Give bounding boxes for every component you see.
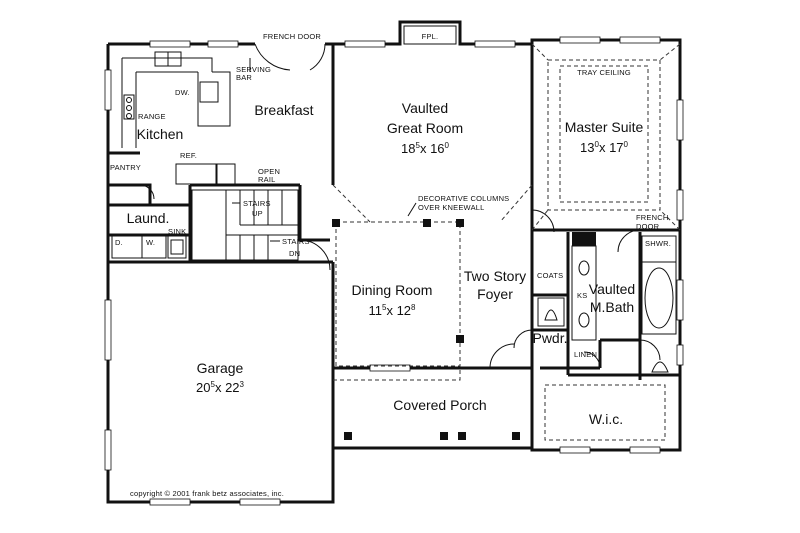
label-pantry: PANTRY (110, 163, 141, 172)
label-serving-bar-2: BAR (236, 73, 252, 82)
label-serving-bar-1: SERVING (236, 65, 271, 74)
label-fireplace: FPL. (422, 32, 439, 41)
label-decorative-columns-2: OVER KNEEWALL (418, 203, 485, 212)
label-linen: LINEN (574, 350, 597, 359)
dim-great-room: 185x 160 (401, 141, 450, 156)
kitchen-counters (121, 51, 251, 185)
dim-master-suite: 130x 170 (580, 140, 629, 155)
room-foyer-line1: Two Story (464, 268, 526, 284)
pantry-door (139, 184, 155, 200)
label-tray-ceiling: TRAY CEILING (577, 68, 631, 77)
leader-arrow (407, 202, 417, 217)
label-range: RANGE (138, 112, 166, 121)
laundry-appliances (111, 235, 187, 259)
label-shower: SHWR. (645, 239, 671, 248)
room-garage: Garage (197, 360, 244, 376)
label-open-rail-2: RAIL (258, 175, 275, 184)
label-knee-space: KS (577, 291, 587, 300)
room-wic: W.i.c. (589, 411, 623, 427)
windows (104, 36, 684, 506)
label-french-door-master-2: DOOR (636, 222, 660, 231)
label-stairs-dn-2: DN (289, 249, 300, 258)
fireplace-box (403, 25, 457, 45)
dim-garage: 205x 223 (196, 380, 245, 395)
label-stairs-up-1: STAIRS (243, 199, 271, 208)
dashed-lines (332, 43, 681, 441)
bath-fixtures (537, 232, 677, 373)
label-decorative-columns-1: DECORATIVE COLUMNS (418, 194, 509, 203)
label-washer: W. (146, 238, 155, 247)
columns (332, 219, 520, 440)
label-dishwasher: DW. (175, 88, 190, 97)
label-coats: COATS (537, 271, 563, 280)
label-french-door-master-1: FRENCH (636, 213, 668, 222)
label-refrigerator: REF. (180, 151, 197, 160)
dim-dining: 115x 128 (369, 303, 417, 318)
room-foyer-line2: Foyer (477, 286, 513, 302)
room-powder: Pwdr. (532, 330, 567, 346)
stairs (191, 189, 331, 271)
label-open-rail-1: OPEN (258, 167, 280, 176)
room-great-room-line1: Vaulted (402, 100, 448, 116)
room-breakfast: Breakfast (254, 102, 313, 118)
room-laundry: Laund. (127, 210, 170, 226)
label-sink: SINK (168, 227, 186, 236)
label-stairs-dn-1: STAIRS (282, 237, 310, 246)
doors (254, 43, 661, 369)
room-master-bath-line2: M.Bath (590, 299, 634, 315)
copyright-text: copyright © 2001 frank betz associates, … (130, 489, 284, 498)
interior-walls (108, 44, 680, 380)
label-french-door: FRENCH DOOR (263, 32, 321, 41)
label-stairs-up-2: UP (252, 209, 263, 218)
room-dining: Dining Room (352, 282, 433, 298)
room-covered-porch: Covered Porch (393, 397, 486, 413)
label-dryer: D. (115, 238, 123, 247)
room-master-suite: Master Suite (565, 119, 644, 135)
room-great-room-line2: Great Room (387, 120, 463, 136)
room-master-bath-line1: Vaulted (589, 281, 635, 297)
room-kitchen: Kitchen (137, 126, 184, 142)
